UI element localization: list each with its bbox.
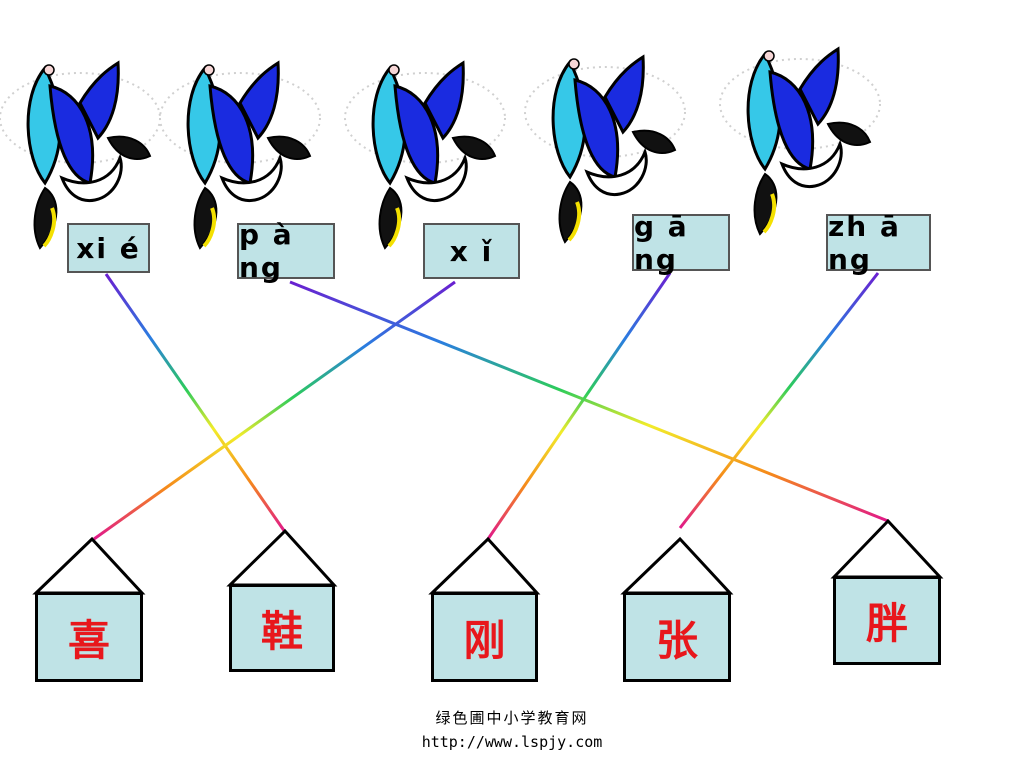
footer-url-link[interactable]: http://www.lspjy.com [421,733,603,751]
house-character-zhang[interactable]: 张 [623,592,731,682]
house-roof-3 [428,536,541,595]
house-character-pang[interactable]: 胖 [833,576,941,665]
house-character-xie[interactable]: 鞋 [229,584,335,672]
pinyin-card-zhang[interactable]: zh ā ng [826,210,931,276]
pinyin-card-xie[interactable]: xi é [67,223,150,273]
pinyin-card-xi[interactable]: x ǐ [423,223,520,279]
pinyin-card-gang[interactable]: g ā ng [632,210,730,276]
connector-line-2 [289,280,889,523]
footer-site-name: 绿色圃中小学教育网 [435,709,589,727]
bird-3-icon [343,61,507,250]
house-roof-2 [226,528,338,587]
connector-line-3 [93,280,456,541]
connector-line-5 [678,272,880,529]
house-roof-4 [620,536,734,595]
pinyin-card-pang[interactable]: p à ng [237,218,335,284]
house-roof-5 [830,518,944,579]
house-character-xi[interactable]: 喜 [35,592,143,682]
bird-1-icon [0,61,162,250]
connector-line-1 [104,273,287,533]
house-character-gang[interactable]: 刚 [431,592,538,682]
house-roof-1 [32,536,146,595]
connector-line-4 [486,272,672,540]
bird-5-icon [718,47,882,236]
